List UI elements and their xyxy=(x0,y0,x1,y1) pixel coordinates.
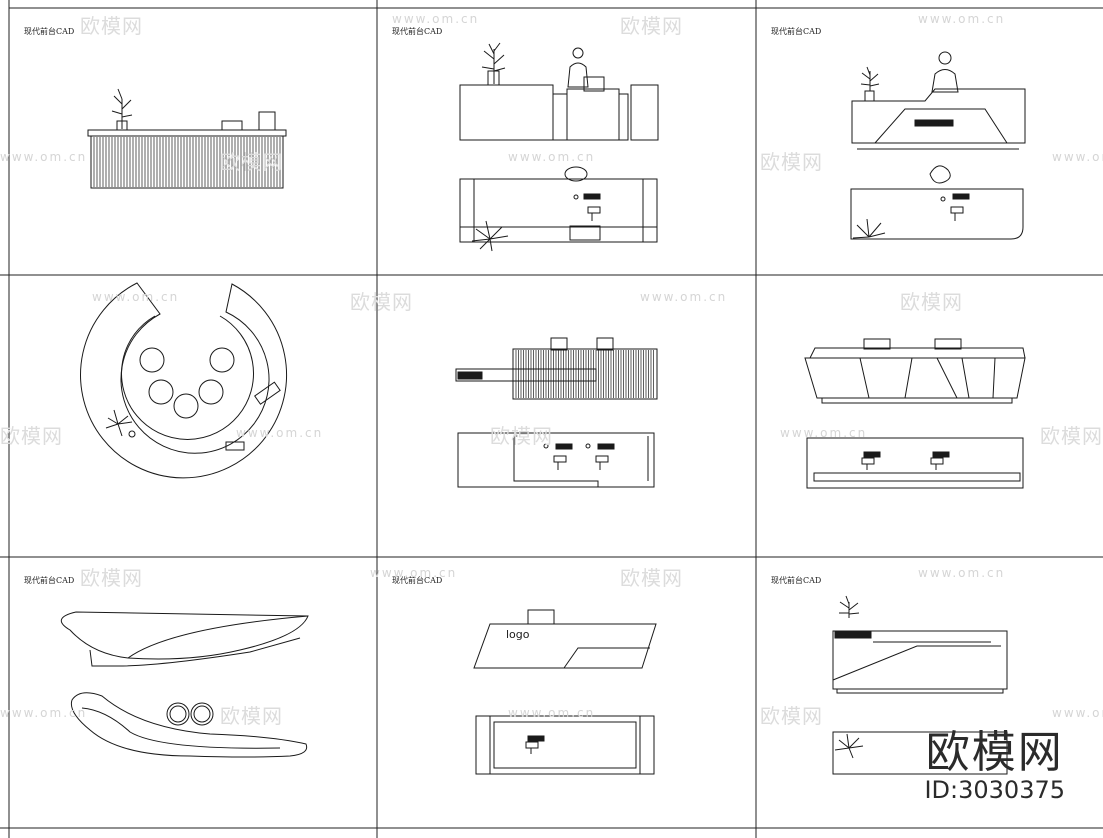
cell-rectangular-max-desk: 现代前台CAD MAX Text xyxy=(757,558,1103,827)
watermark-logo: 欧模网 xyxy=(0,424,63,448)
watermark-url: www.om.cn xyxy=(392,12,480,26)
watermark-logo: 欧模网 xyxy=(220,150,283,174)
watermark-url: www.om.cn xyxy=(370,566,458,580)
cell-label: 现代前台CAD xyxy=(771,576,822,585)
cell-elevation-back-desk: 现代前台CAD xyxy=(378,9,755,274)
watermark-logo: 欧模网 xyxy=(760,150,823,174)
angled-logo-desk-drawing: logo xyxy=(473,609,657,775)
max-text-label-2: MAX Text xyxy=(842,633,865,639)
watermark-logo: 欧模网 xyxy=(220,704,283,728)
watermark-logo: 欧模网 xyxy=(80,14,143,38)
cell-faceted-desk xyxy=(757,276,1103,556)
circular-plan-drawing xyxy=(80,282,288,479)
watermark-logo: 欧模网 xyxy=(620,566,683,590)
elevation-back-desk-drawing xyxy=(459,42,659,252)
cell-circular-plan xyxy=(10,276,376,556)
watermark-logo: 欧模网 xyxy=(80,566,143,590)
curved-desk-drawing xyxy=(60,611,309,758)
watermark-url: www.om.cn xyxy=(1052,150,1103,164)
watermark-url: www.om.cn xyxy=(780,426,868,440)
watermark-url: www.om.cn xyxy=(0,150,88,164)
slanted-desk-drawing: MAX Text xyxy=(850,51,1026,240)
watermark-url: www.om.cn xyxy=(1052,706,1103,720)
brand-stamp: 欧模网 ID:3030375 xyxy=(924,727,1065,805)
watermark-url: www.om.cn xyxy=(508,706,596,720)
brand-name: 欧模网 xyxy=(925,727,1064,778)
watermark-url: www.om.cn xyxy=(0,706,88,720)
watermark-url: www.om.cn xyxy=(918,566,1006,580)
fluted-desk-drawing xyxy=(87,88,287,189)
watermark-url: www.om.cn xyxy=(236,426,324,440)
watermark-logo: 欧模网 xyxy=(760,704,823,728)
watermark-logo: 欧模网 xyxy=(490,424,553,448)
cell-label: 现代前台CAD xyxy=(24,27,75,36)
rectangular-max-desk-drawing: MAX Text xyxy=(832,595,1008,775)
watermark-url: www.om.cn xyxy=(640,290,728,304)
cell-label: 现代前台CAD xyxy=(24,576,75,585)
cell-fluted-logo-desk: LOGO xyxy=(378,276,755,556)
watermark-logo: 欧模网 xyxy=(1040,424,1103,448)
cell-slanted-desk: 现代前台CAD MAX Text xyxy=(757,9,1103,274)
watermark-logo: 欧模网 xyxy=(620,14,683,38)
logo-lower-label: logo xyxy=(506,628,530,641)
faceted-desk-drawing xyxy=(804,338,1026,489)
max-text-label: MAX Text xyxy=(920,121,948,128)
watermark-logo: 欧模网 xyxy=(350,290,413,314)
cell-fluted-desk: 现代前台CAD xyxy=(10,9,376,274)
watermark-url: www.om.cn xyxy=(508,150,596,164)
watermark-url: www.om.cn xyxy=(92,290,180,304)
cell-angled-logo-desk: 现代前台CAD logo xyxy=(378,558,755,827)
cell-label: 现代前台CAD xyxy=(392,576,443,585)
watermark-url: www.om.cn xyxy=(918,12,1006,26)
brand-id: ID:3030375 xyxy=(924,776,1065,804)
cell-label: 现代前台CAD xyxy=(392,27,443,36)
cell-label: 现代前台CAD xyxy=(771,27,822,36)
watermark-logo: 欧模网 xyxy=(900,290,963,314)
fluted-logo-desk-drawing: LOGO xyxy=(455,337,658,488)
cell-curved-desk: 现代前台CAD xyxy=(10,558,376,827)
logo-small-label: LOGO xyxy=(463,374,477,380)
